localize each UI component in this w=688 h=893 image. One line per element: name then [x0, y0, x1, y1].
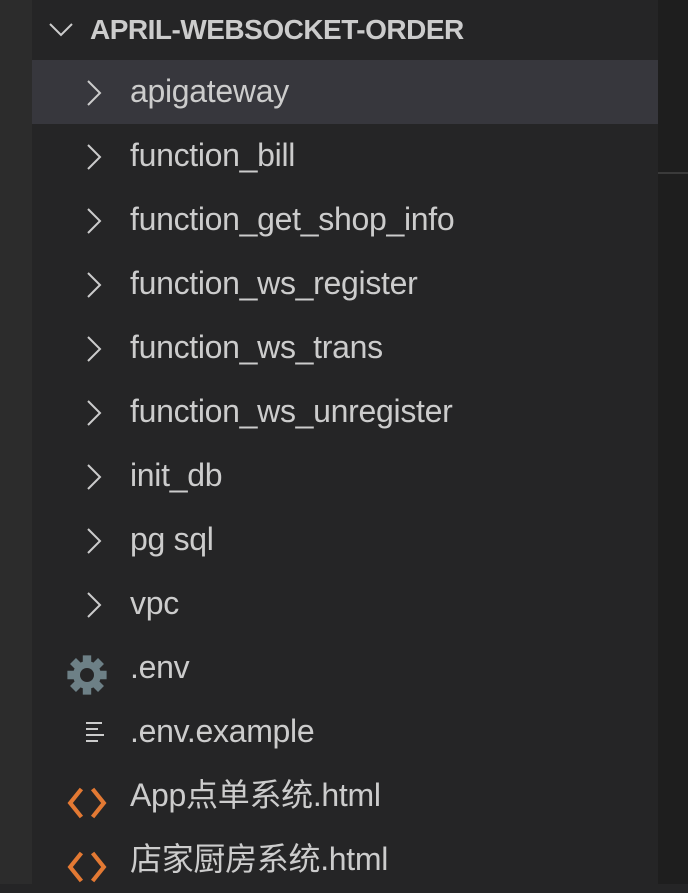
root-folder-label: APRIL-WEBSOCKET-ORDER — [90, 14, 464, 45]
chevron-right-icon — [78, 590, 108, 620]
item-label: pg sql — [130, 521, 214, 557]
chevron-right-icon — [78, 270, 108, 300]
activity-bar — [0, 0, 32, 884]
editor-area — [658, 0, 688, 884]
chevron-right-icon — [78, 142, 108, 172]
item-label: init_db — [130, 457, 223, 493]
item-label: function_bill — [130, 137, 296, 173]
folder-item[interactable]: function_ws_register — [32, 252, 658, 316]
text-lines-icon — [78, 718, 108, 748]
folder-item[interactable]: function_get_shop_info — [32, 188, 658, 252]
chevron-right-icon — [78, 206, 108, 236]
item-label: vpc — [130, 585, 179, 621]
folder-item[interactable]: init_db — [32, 444, 658, 508]
folder-item[interactable]: function_ws_unregister — [32, 380, 658, 444]
editor-divider — [658, 172, 688, 174]
item-label: .env.example — [130, 713, 315, 749]
item-label: function_ws_unregister — [130, 393, 453, 429]
chevron-right-icon — [78, 462, 108, 492]
explorer-root-folder[interactable]: APRIL-WEBSOCKET-ORDER — [32, 0, 658, 60]
folder-item[interactable]: vpc — [32, 572, 658, 636]
chevron-right-icon — [78, 78, 108, 108]
folder-item[interactable]: function_ws_trans — [32, 316, 658, 380]
folder-item[interactable]: function_bill — [32, 124, 658, 188]
item-label: .env — [130, 649, 190, 685]
item-label: function_ws_register — [130, 265, 418, 301]
gear-icon — [67, 654, 108, 695]
html-code-icon — [67, 846, 108, 883]
chevron-right-icon — [78, 526, 108, 556]
item-label: function_get_shop_info — [130, 201, 455, 237]
file-item[interactable]: .env — [32, 636, 658, 700]
item-label: App点单系统.html — [130, 777, 381, 813]
file-item[interactable]: 店家厨房系统.html — [32, 828, 658, 892]
item-label: 店家厨房系统.html — [130, 841, 389, 877]
chevron-right-icon — [78, 334, 108, 364]
chevron-right-icon — [78, 398, 108, 428]
chevron-down-icon — [49, 23, 73, 37]
item-label: apigateway — [130, 73, 289, 109]
folder-item[interactable]: pg sql — [32, 508, 658, 572]
folder-item[interactable]: apigateway — [32, 60, 658, 124]
html-code-icon — [67, 782, 108, 819]
item-label: function_ws_trans — [130, 329, 383, 365]
file-item[interactable]: .env.example — [32, 700, 658, 764]
file-item[interactable]: App点单系统.html — [32, 764, 658, 828]
